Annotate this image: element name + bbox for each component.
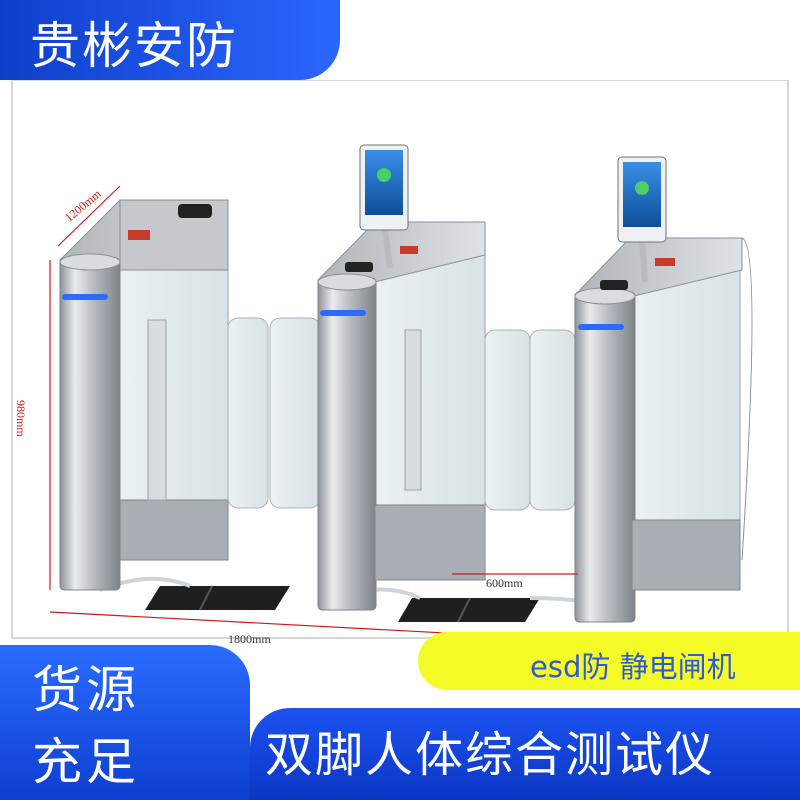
stock-text-line2: 充足 bbox=[32, 733, 140, 791]
title-band bbox=[250, 708, 800, 800]
floor-pad bbox=[398, 598, 540, 622]
stock-badge bbox=[0, 645, 250, 800]
turnstile-illustration bbox=[11, 80, 789, 640]
dim-height: 980mm bbox=[14, 400, 28, 437]
stock-text-line1: 货源 bbox=[32, 661, 140, 719]
brand-tab bbox=[0, 0, 340, 80]
feature-badge-text: esd防 静电闸机 bbox=[530, 650, 736, 684]
floor-pad bbox=[145, 586, 290, 610]
brand-name: 贵彬安防 bbox=[30, 17, 238, 75]
turnstile-left bbox=[58, 199, 269, 591]
dim-passage: 600mm bbox=[486, 576, 523, 590]
product-title: 双脚人体综合测试仪 bbox=[265, 727, 716, 783]
feature-badge bbox=[418, 632, 800, 690]
turnstile-right bbox=[529, 156, 753, 623]
dim-total-width: 1800mm bbox=[228, 632, 271, 646]
turnstile-middle bbox=[269, 144, 531, 611]
